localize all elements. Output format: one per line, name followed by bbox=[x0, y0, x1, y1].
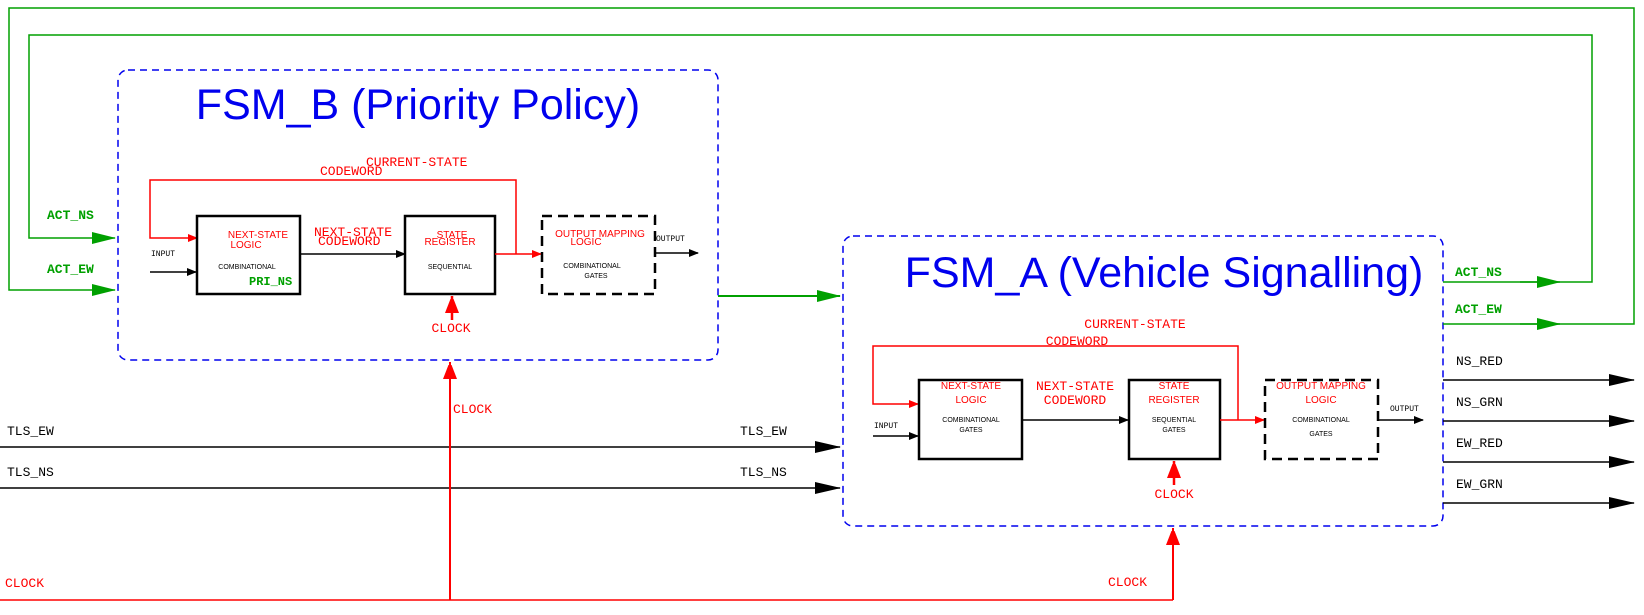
main-clock: CLOCK CLOCK CLOCK bbox=[0, 362, 1173, 601]
ns-grn-label: NS_GRN bbox=[1456, 395, 1503, 410]
tls-ew-right-label: TLS_EW bbox=[740, 424, 787, 439]
fsm-b-register-clock-label: CLOCK bbox=[431, 321, 470, 336]
tls-ew-left-label: TLS_EW bbox=[7, 424, 54, 439]
tls-ns-left-label: TLS_NS bbox=[7, 465, 54, 480]
fsm-a-boundary bbox=[842, 235, 1444, 527]
fsm-b-act-ns-in-label: ACT_NS bbox=[47, 208, 94, 223]
fsm-b-output-mapping-sub-2: GATES bbox=[584, 273, 608, 280]
fsm-a-state-register-title-1: STATE bbox=[1159, 381, 1190, 392]
fsm-a-register-clock-label: CLOCK bbox=[1154, 487, 1193, 502]
fsm-a-state-register-box bbox=[1127, 378, 1222, 461]
fsm-a-current-state-label: CURRENT-STATE bbox=[1084, 317, 1186, 332]
fsm-a-state-register-sub-2: GATES bbox=[1162, 427, 1186, 434]
fsm-a-output-label: OUTPUT bbox=[1390, 405, 1419, 414]
clock-to-fsm-a-label: CLOCK bbox=[1108, 575, 1147, 590]
fsm-a-output-mapping-block: OUTPUT MAPPING LOGIC COMBINATIONAL GATES bbox=[1263, 378, 1380, 461]
fsm-b-next-state-sub-1: COMBINATIONAL bbox=[218, 264, 276, 271]
fsm-b-output-mapping-title-2: LOGIC bbox=[570, 237, 601, 248]
ew-grn-label: EW_GRN bbox=[1456, 477, 1503, 492]
fsm-a-next-state-codeword: CODEWORD bbox=[1044, 393, 1107, 408]
fsm-a-next-state-title-1: NEXT-STATE bbox=[941, 381, 1002, 392]
fsm-b-next-state-title-1: NEXT-STATE bbox=[228, 230, 289, 241]
fsm-b-state-register-sub-1: SEQUENTIAL bbox=[428, 264, 472, 271]
ew-red-label: EW_RED bbox=[1456, 436, 1503, 451]
fsm-b-current-state-codeword: CODEWORD bbox=[320, 164, 383, 179]
fsm-b-current-state-label: CURRENT-STATE bbox=[366, 155, 468, 170]
fsm-b-state-register-block: STATE REGISTER SEQUENTIAL bbox=[403, 214, 497, 296]
fsm-b-title: FSM_B (Priority Policy) bbox=[196, 81, 640, 129]
fsm-a-act-ns-out-label: ACT_NS bbox=[1455, 265, 1502, 280]
clock-to-fsm-b-label: CLOCK bbox=[453, 402, 492, 417]
fsm-a-state-register-title-2: REGISTER bbox=[1148, 395, 1199, 406]
fsm-b-output-mapping-sub-1: COMBINATIONAL bbox=[563, 263, 621, 270]
fsm-a-next-state-box bbox=[917, 378, 1024, 461]
fsm-b-current-state-loop bbox=[149, 179, 517, 254]
fsm-a-next-state-title-2: LOGIC bbox=[955, 395, 986, 406]
fsm-a-next-state-signal: NEXT-STATE bbox=[1036, 379, 1114, 394]
fsm-b-input-label: INPUT bbox=[151, 250, 175, 259]
ns-red-label: NS_RED bbox=[1456, 354, 1503, 369]
fsm-a-current-state-codeword: CODEWORD bbox=[1046, 334, 1109, 349]
main-clock-label: CLOCK bbox=[5, 576, 44, 591]
fsm-b-output-label: OUTPUT bbox=[656, 235, 685, 244]
act-ns-feedback-wire bbox=[28, 34, 1593, 283]
tls-ns-right-label: TLS_NS bbox=[740, 465, 787, 480]
act-ew-feedback-wire bbox=[8, 7, 1635, 325]
fsm-a-input-label: INPUT bbox=[874, 422, 898, 431]
fsm-a-state-register-block: STATE REGISTER SEQUENTIAL GATES bbox=[1127, 378, 1222, 461]
fsm-a-output-mapping-sub-1: COMBINATIONAL bbox=[1292, 417, 1350, 424]
fsm-b-next-state-box bbox=[195, 214, 302, 296]
fsm-b-output-mapping-title-1: OUTPUT MAPPING bbox=[555, 229, 645, 240]
fsm-b-next-state-title-2: LOGIC bbox=[230, 240, 261, 251]
traffic-light-outputs: NS_RED NS_GRN EW_RED EW_GRN bbox=[1443, 354, 1635, 509]
fsm-b-next-state-codeword: CODEWORD bbox=[318, 234, 381, 249]
fsm-b-output-mapping-box bbox=[540, 214, 657, 296]
fsm-b-act-ew-in-label: ACT_EW bbox=[47, 262, 94, 277]
fsm-a-act-ew-out-label: ACT_EW bbox=[1455, 302, 1502, 317]
fsm-a-output-mapping-title-2: LOGIC bbox=[1305, 395, 1336, 406]
fsm-b-pri-ns-label: PRI_NS bbox=[249, 275, 292, 289]
fsm-a-current-state-loop bbox=[872, 345, 1239, 420]
fsm-b-boundary bbox=[117, 69, 719, 361]
fsm-b-container: FSM_B (Priority Policy) CURRENT-STATE CO… bbox=[117, 69, 719, 361]
fsm-a-state-register-sub-1: SEQUENTIAL bbox=[1152, 417, 1196, 424]
fsm-a-container: FSM_A (Vehicle Signalling) CURRENT-STATE… bbox=[842, 235, 1444, 527]
fsm-a-output-mapping-title-1: OUTPUT MAPPING bbox=[1276, 381, 1366, 392]
fsm-a-next-state-sub-2: GATES bbox=[959, 427, 983, 434]
fsm-a-title: FSM_A (Vehicle Signalling) bbox=[905, 249, 1424, 297]
tls-inputs: TLS_EW TLS_NS TLS_EW TLS_NS bbox=[0, 424, 841, 494]
fsm-b-state-register-box bbox=[403, 214, 497, 296]
fsm-a-next-state-block: NEXT-STATE LOGIC COMBINATIONAL GATES bbox=[917, 378, 1024, 461]
fsm-a-output-mapping-box bbox=[1263, 378, 1380, 461]
fsm-b-state-register-title-2: REGISTER bbox=[424, 237, 475, 248]
act-feedback-wires: ACT_NS ACT_EW ACT_NS ACT_EW bbox=[8, 7, 1635, 330]
fsm-a-next-state-sub-1: COMBINATIONAL bbox=[942, 417, 1000, 424]
fsm-b-state-register-title-1: STATE bbox=[437, 230, 468, 241]
fsm-b-output-mapping-block: OUTPUT MAPPING LOGIC COMBINATIONAL GATES bbox=[540, 214, 657, 296]
fsm-b-next-state-signal: NEXT-STATE bbox=[314, 225, 392, 240]
fsm-b-next-state-block: NEXT-STATE LOGIC COMBINATIONAL bbox=[195, 214, 302, 296]
fsm-a-output-mapping-sub-2: GATES bbox=[1309, 431, 1333, 438]
